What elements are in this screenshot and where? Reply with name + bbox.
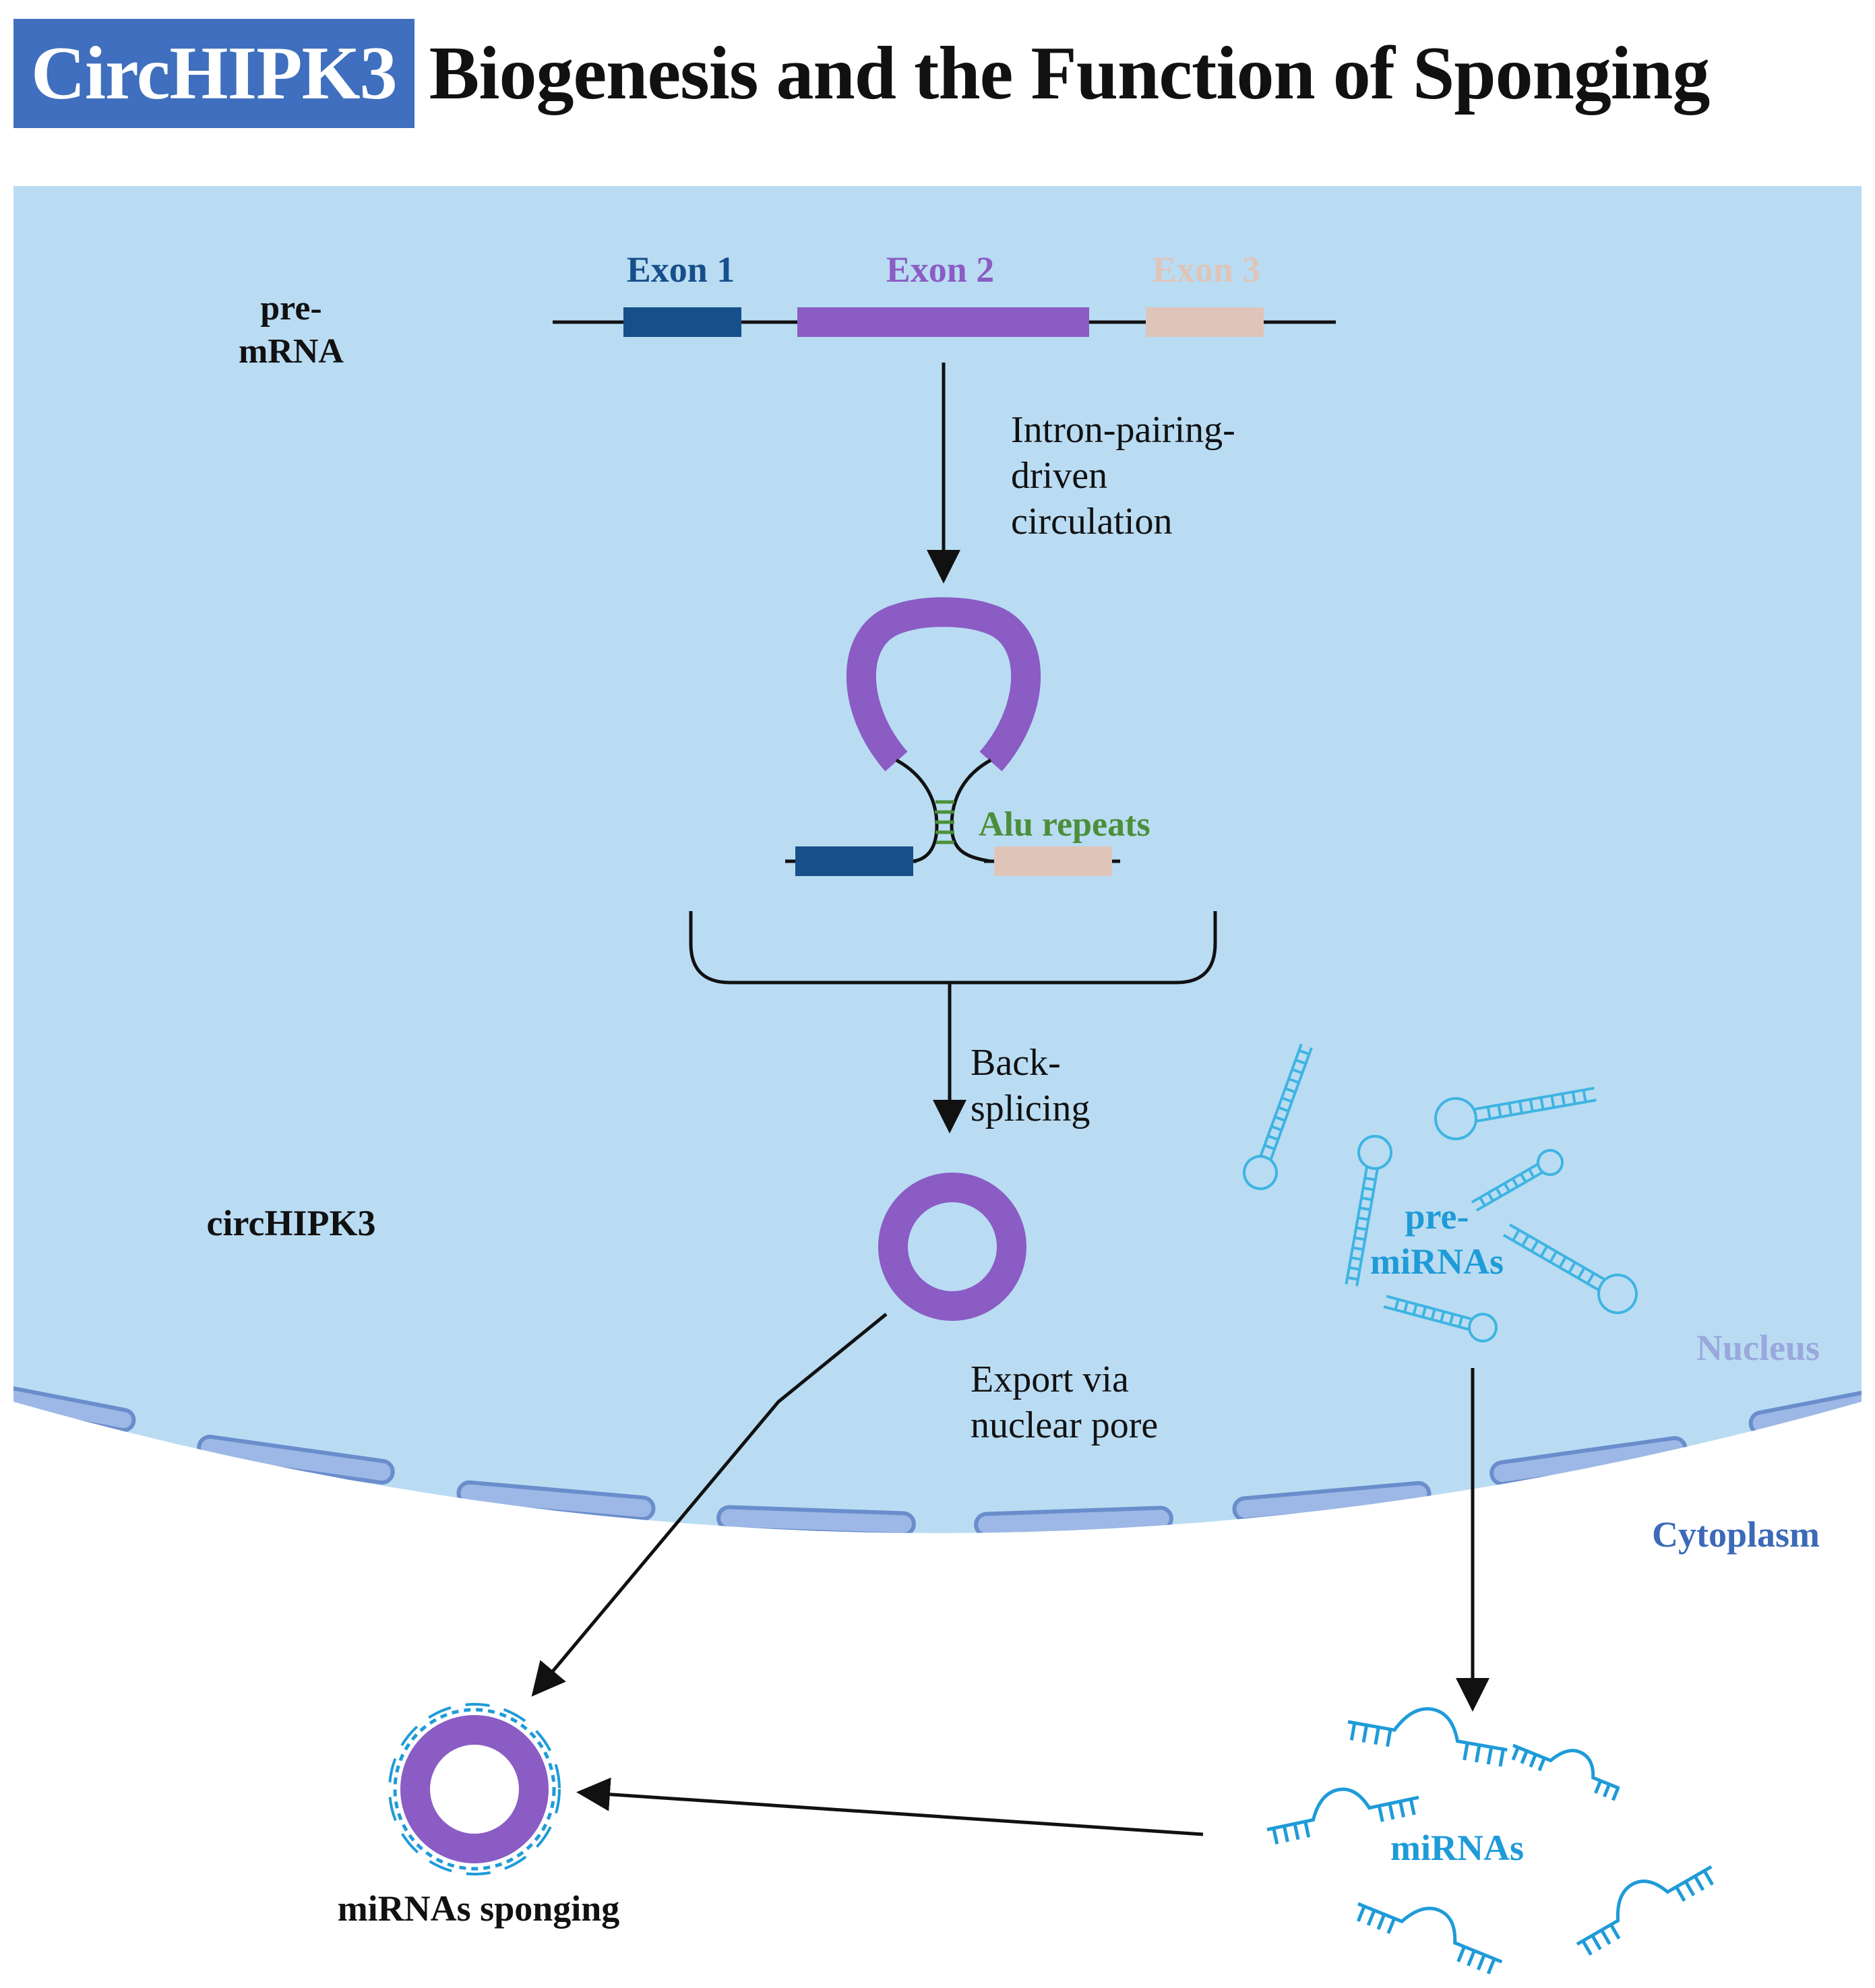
intron-pairing-line2: driven (1011, 455, 1107, 497)
lariat-structure (785, 597, 1120, 876)
back-splicing-line1: Back- (971, 1042, 1061, 1084)
nuclear-envelope (13, 1386, 1862, 1533)
nucleus-region (13, 186, 1862, 1533)
mirnas-group (1266, 1707, 1714, 1975)
sponging-label: miRNAs sponging (338, 1888, 620, 1929)
mirna-duplex (1266, 1787, 1419, 1844)
pre-mrna (553, 307, 1336, 337)
pre-mirna-hairpin (1243, 1043, 1313, 1190)
pre-mirna-hairpin (1434, 1086, 1597, 1140)
export-line2: nuclear pore (971, 1404, 1158, 1446)
exon1-label: Exon 1 (627, 249, 735, 290)
nuclear-pore (716, 1505, 916, 1533)
nucleus-label: Nucleus (1696, 1328, 1820, 1368)
cytoplasm-label: Cytoplasm (1652, 1514, 1820, 1555)
exon2-label: Exon 2 (886, 249, 995, 290)
title-highlight: CircHIPK3 (13, 19, 414, 128)
pre-mirna-hairpin (1345, 1135, 1392, 1286)
exon2-block (797, 307, 1089, 337)
pre-mirna-hairpin (1502, 1223, 1638, 1314)
back-splicing-line2: splicing (971, 1088, 1090, 1129)
pre-mirnas-group (1243, 1043, 1638, 1342)
pre-mirnas-line1: pre- (1405, 1196, 1469, 1237)
intron-pairing-line3: circulation (1011, 501, 1172, 542)
pre-mirna-hairpin (1471, 1149, 1564, 1212)
sponging-circle (388, 1703, 561, 1875)
alu-repeats-label: Alu repeats (979, 805, 1150, 844)
title-banner: CircHIPK3 Biogenesis and the Function of… (13, 19, 1711, 128)
circhipk3-circle (878, 1173, 1026, 1321)
pre-mirnas-line2: miRNAs (1370, 1241, 1504, 1282)
circhipk3-label: circHIPK3 (207, 1203, 376, 1243)
pre-mrna-label-line1: pre- (260, 289, 321, 328)
intron-pairing-line1: Intron-pairing- (1011, 409, 1235, 451)
mirna-duplex (1511, 1743, 1620, 1801)
arrow-sponging (576, 1777, 1204, 1836)
mirnas-label: miRNAs (1390, 1828, 1524, 1868)
exon3-label: Exon 3 (1152, 249, 1261, 290)
title-text: Biogenesis and the Function of Sponging (429, 31, 1711, 115)
pre-mrna-label-line2: mRNA (239, 332, 344, 371)
nuclear-pore (974, 1505, 1173, 1533)
mirna-duplex (1347, 1707, 1508, 1767)
exon1-block (623, 307, 741, 337)
mirna-duplex (1356, 1902, 1503, 1975)
exon3-block (1146, 307, 1264, 337)
export-line1: Export via (971, 1359, 1129, 1400)
pre-mirna-hairpin (1383, 1295, 1498, 1342)
mirna-duplex (1576, 1865, 1714, 1956)
arrow-export (531, 1313, 888, 1697)
merge-bracket (689, 911, 1217, 985)
